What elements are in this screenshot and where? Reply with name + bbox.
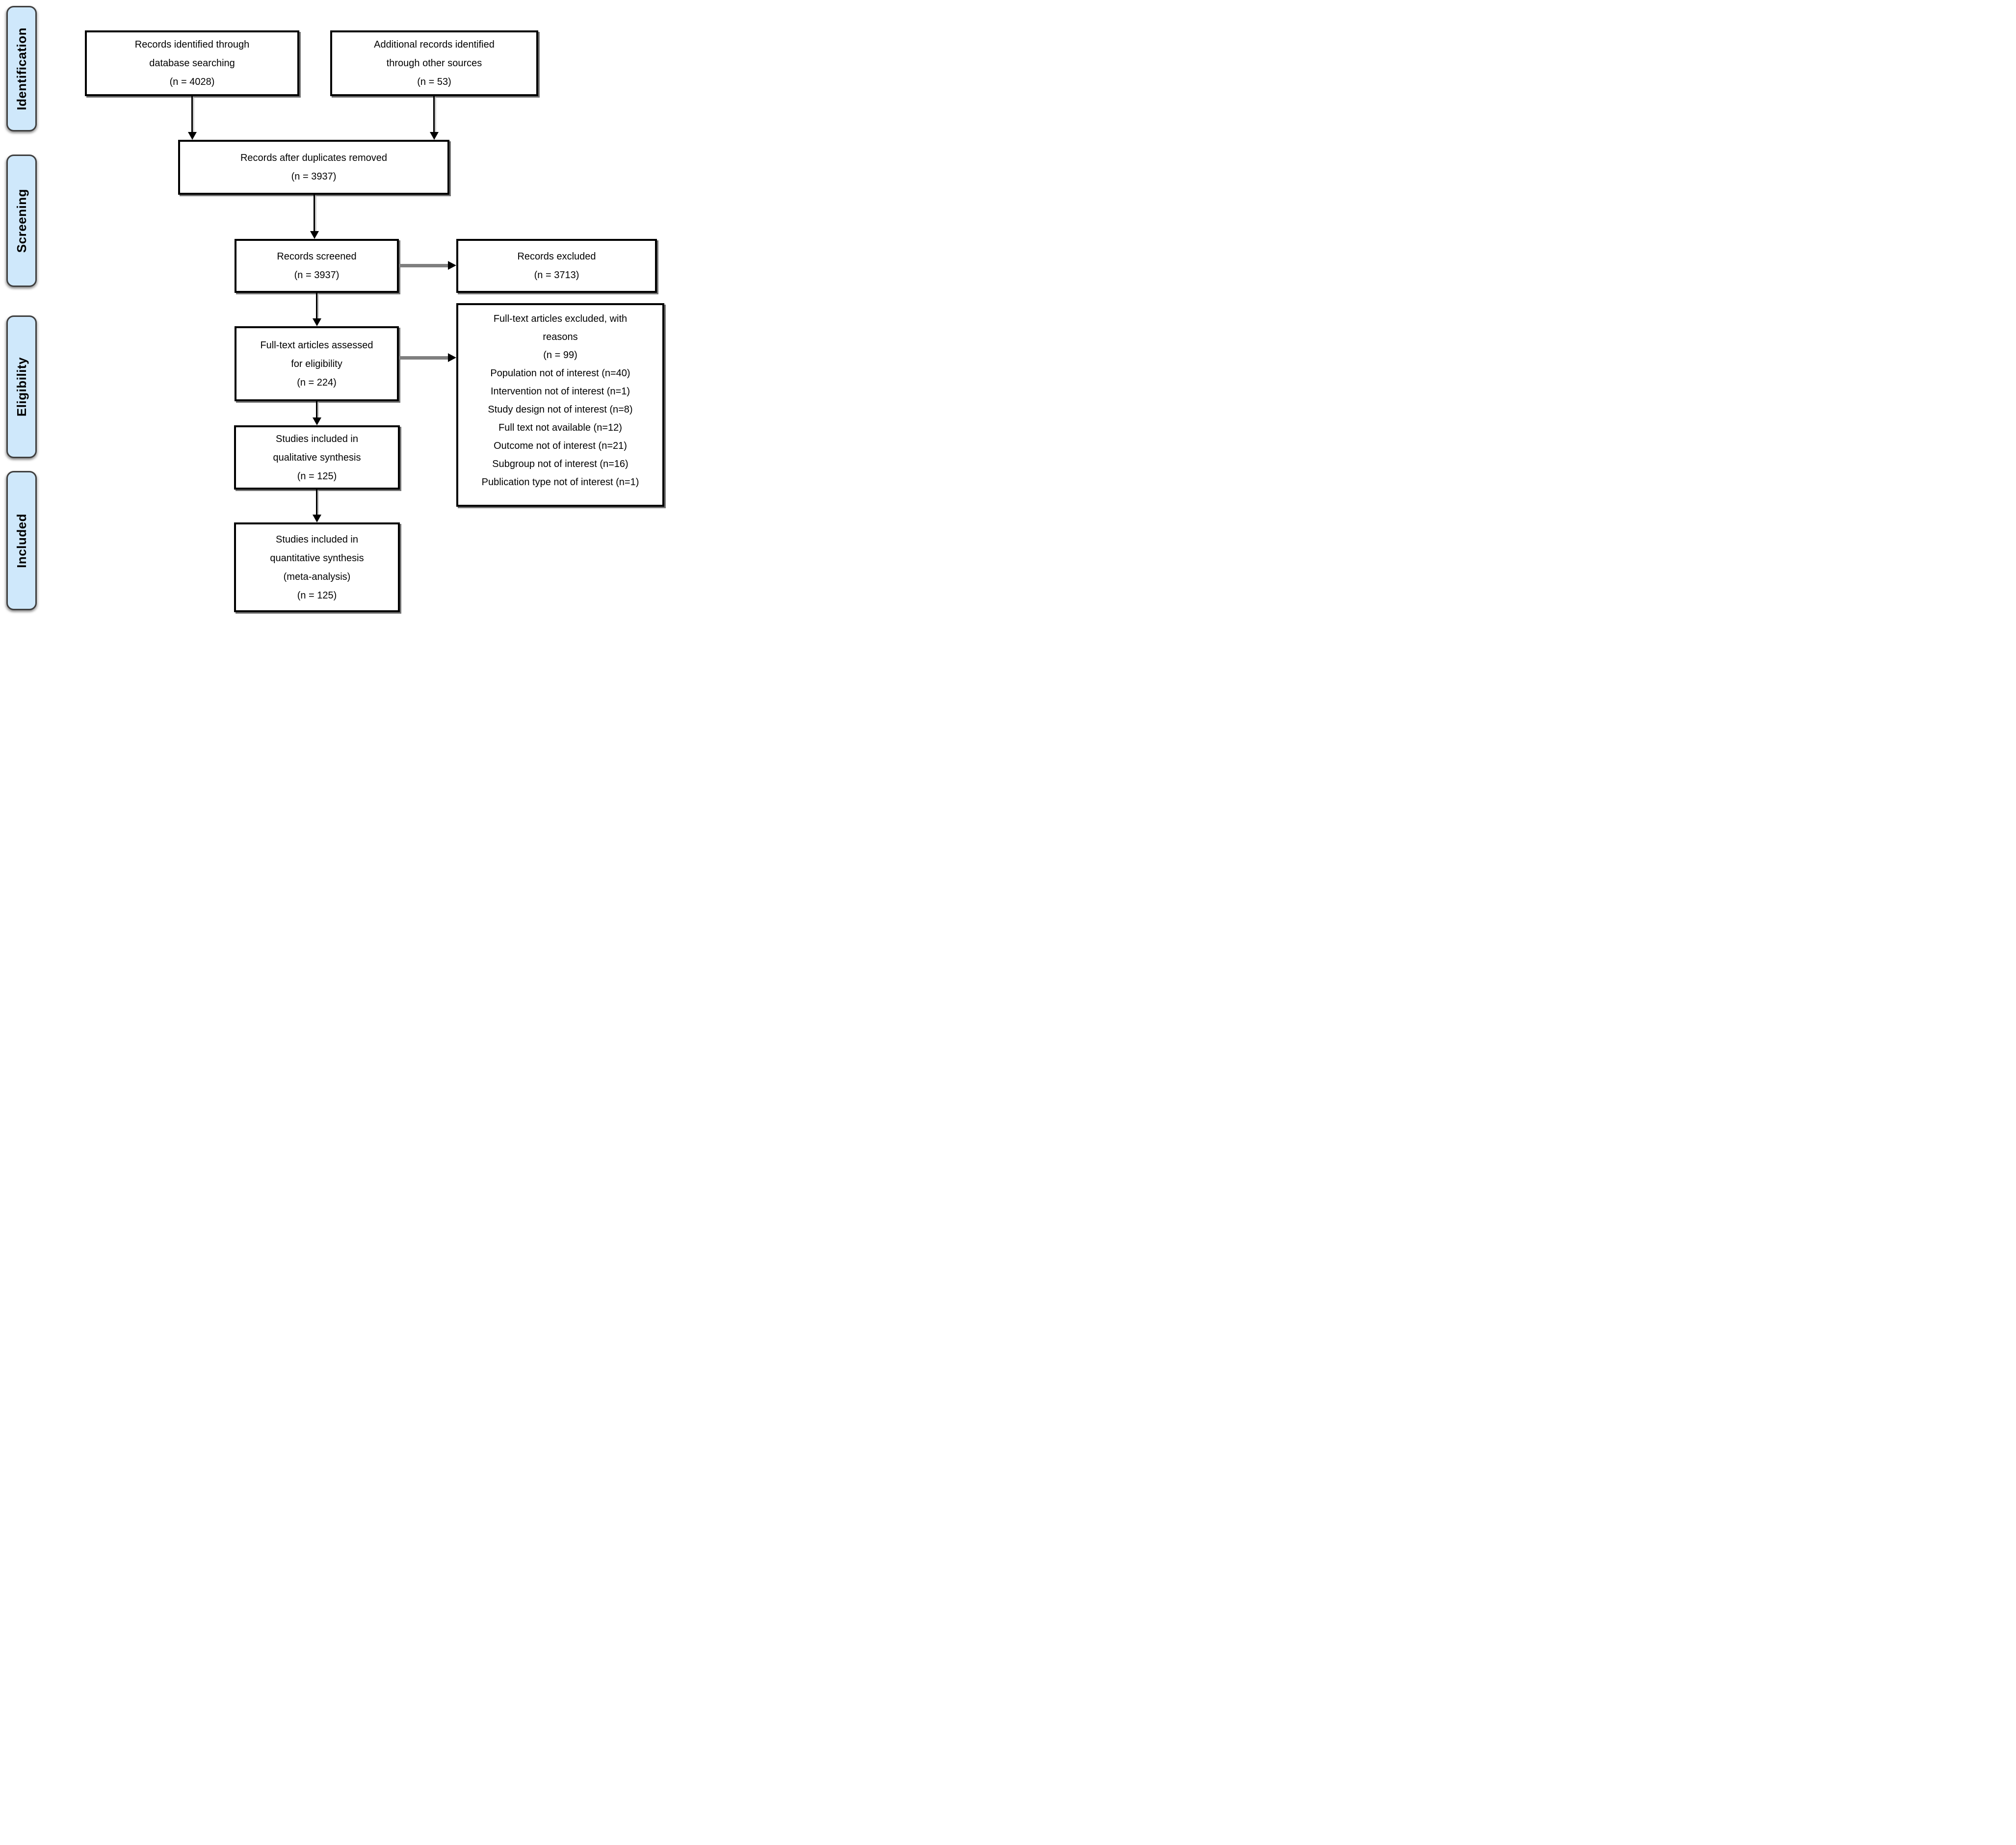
box-line: Full-text articles excluded, with xyxy=(493,313,628,324)
box-after-duplicates: Records after duplicates removed (n = 39… xyxy=(178,140,449,195)
stage-screening: Screening xyxy=(6,155,37,287)
box-records-screened: Records screened (n = 3937) xyxy=(235,239,399,293)
exclusion-reason: Study design not of interest (n=8) xyxy=(488,404,633,415)
box-count: (n = 224) xyxy=(297,377,337,388)
exclusion-reason: Subgroup not of interest (n=16) xyxy=(492,459,628,469)
box-line: reasons xyxy=(543,332,578,342)
box-count: (n = 125) xyxy=(297,590,337,601)
box-additional-records: Additional records identified through ot… xyxy=(330,30,538,96)
box-count: (n = 125) xyxy=(297,470,337,482)
box-count: (n = 4028) xyxy=(169,77,215,87)
stage-eligibility-label: Eligibility xyxy=(14,357,29,417)
box-line: Studies included in xyxy=(276,433,358,444)
exclusion-reason: Population not of interest (n=40) xyxy=(490,368,630,379)
arrow-qualitative-to-quantitative-line xyxy=(316,490,317,515)
box-fulltext-excluded: Full-text articles excluded, with reason… xyxy=(456,303,664,507)
arrow-right-icon xyxy=(448,353,456,362)
arrow-screened-to-excluded-line xyxy=(399,264,448,267)
box-count: (n = 3713) xyxy=(534,270,579,281)
box-line: Records excluded xyxy=(517,251,596,262)
arrow-right-icon xyxy=(448,261,456,270)
box-records-excluded: Records excluded (n = 3713) xyxy=(456,239,657,293)
box-line: for eligibility xyxy=(291,358,342,369)
stage-eligibility: Eligibility xyxy=(6,315,37,458)
arrow-down-icon xyxy=(313,417,321,425)
box-count: (n = 53) xyxy=(417,77,451,87)
arrow-down-icon xyxy=(313,515,321,522)
box-line: through other sources xyxy=(386,58,482,69)
box-line: Records after duplicates removed xyxy=(240,153,388,163)
box-count: (n = 99) xyxy=(543,350,577,361)
box-line: database searching xyxy=(149,58,235,69)
exclusion-reason: Publication type not of interest (n=1) xyxy=(481,477,639,488)
arrow-down-icon xyxy=(430,132,439,140)
box-line: Records screened xyxy=(277,251,357,262)
arrow-identified-to-duplicates-line xyxy=(191,96,193,132)
box-count: (n = 3937) xyxy=(291,171,337,182)
box-fulltext-assessed: Full-text articles assessed for eligibil… xyxy=(235,326,399,401)
box-line: qualitative synthesis xyxy=(273,452,361,463)
exclusion-reason: Full text not available (n=12) xyxy=(498,422,622,433)
arrow-duplicates-to-screened-line xyxy=(314,195,315,232)
arrow-fulltext-to-excluded-line xyxy=(399,356,448,360)
arrow-additional-to-duplicates-line xyxy=(433,96,435,132)
stage-identification-label: Identification xyxy=(14,27,29,110)
box-line: Additional records identified xyxy=(374,39,495,50)
arrow-down-icon xyxy=(310,231,319,239)
exclusion-reason: Outcome not of interest (n=21) xyxy=(494,441,627,451)
box-records-identified: Records identified through database sear… xyxy=(85,30,299,96)
arrow-screened-to-fulltext-line xyxy=(316,293,317,319)
exclusion-reason: Intervention not of interest (n=1) xyxy=(490,386,630,397)
box-line: quantitative synthesis xyxy=(270,552,364,564)
stage-identification: Identification xyxy=(6,6,37,131)
box-quantitative-synthesis: Studies included in quantitative synthes… xyxy=(234,522,400,612)
stage-included-label: Included xyxy=(14,513,29,568)
arrow-down-icon xyxy=(313,318,321,326)
box-qualitative-synthesis: Studies included in qualitative synthesi… xyxy=(234,425,400,490)
stage-screening-label: Screening xyxy=(14,188,29,253)
box-line: Records identified through xyxy=(134,39,250,50)
stage-included: Included xyxy=(6,471,37,610)
box-line: Studies included in xyxy=(276,534,358,545)
box-count: (n = 3937) xyxy=(294,270,340,281)
exclusion-reasons-list: Population not of interest (n=40) Interv… xyxy=(469,364,652,492)
box-line: Full-text articles assessed xyxy=(260,339,373,351)
box-line: (meta-analysis) xyxy=(283,571,351,582)
arrow-fulltext-to-qualitative-line xyxy=(316,401,317,418)
prisma-flow-diagram: Identification Screening Eligibility Inc… xyxy=(0,0,672,615)
arrow-down-icon xyxy=(188,132,197,140)
